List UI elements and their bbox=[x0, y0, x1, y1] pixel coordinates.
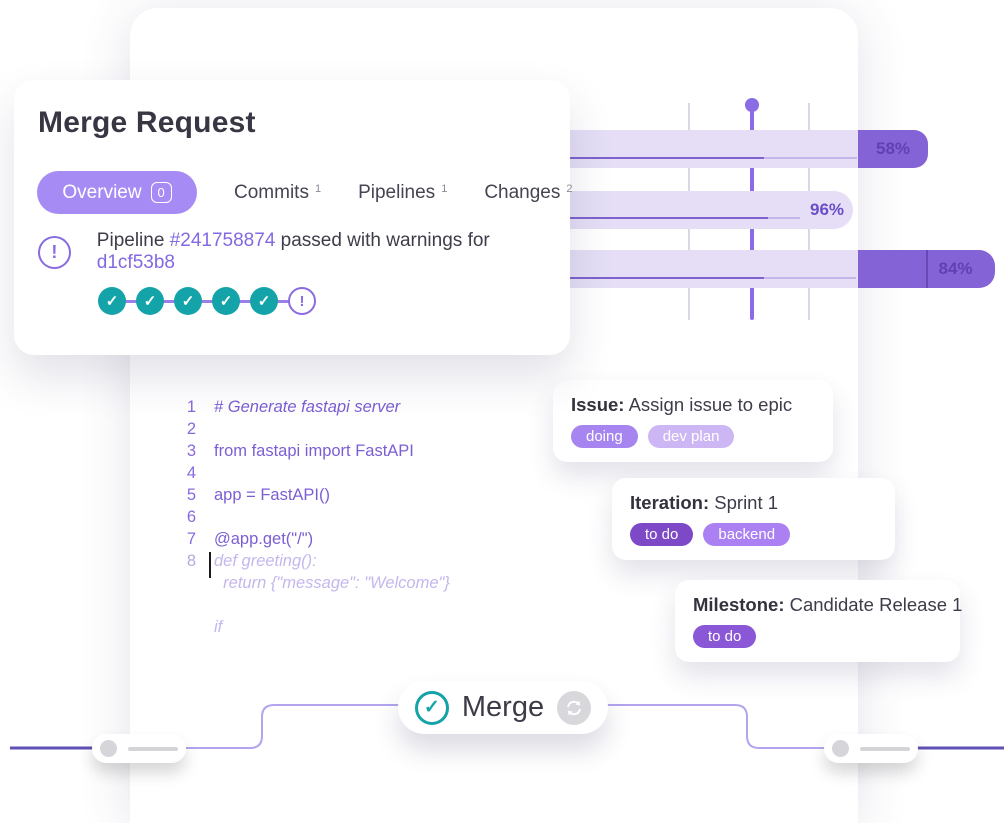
milestone-title: Milestone: Candidate Release 1 bbox=[693, 594, 963, 615]
pipeline-step-warning-icon[interactable]: ! bbox=[288, 287, 316, 315]
tab-commits-count: 1 bbox=[314, 182, 322, 195]
pipeline-id-link[interactable]: #241758874 bbox=[169, 230, 276, 251]
bar-3-label: 84% bbox=[938, 259, 973, 278]
refresh-arrows-icon bbox=[567, 700, 581, 715]
iteration-card: Iteration: Sprint 1 to do backend bbox=[612, 478, 895, 560]
label-chip[interactable]: to do bbox=[693, 625, 757, 648]
code-line: 7@app.get("/") bbox=[186, 530, 314, 548]
bar-3-inner-line-faint bbox=[764, 277, 856, 279]
code-line: 1# Generate fastapi server bbox=[186, 398, 401, 416]
issue-title: Issue: Assign issue to epic bbox=[571, 394, 793, 415]
pipeline-step-passed-icon[interactable]: ✓ bbox=[98, 287, 126, 315]
handle-knob-icon bbox=[100, 740, 117, 757]
marker-dot bbox=[745, 98, 759, 112]
tab-changes-count: 2 bbox=[566, 182, 573, 195]
handle-line-icon bbox=[128, 746, 178, 751]
check-circle-icon: ✓ bbox=[414, 690, 449, 725]
branch-handle-right[interactable] bbox=[824, 734, 918, 763]
warning-icon: ! bbox=[38, 235, 71, 269]
pipeline-steps-connector bbox=[112, 300, 303, 303]
label-chip[interactable]: doing bbox=[571, 425, 638, 448]
pipeline-step-passed-icon[interactable]: ✓ bbox=[136, 287, 164, 315]
bar-2-inner-line-faint bbox=[768, 217, 800, 219]
pipeline-mini-graph: ✓ ✓ ✓ ✓ ✓ ! bbox=[98, 287, 316, 315]
refresh-icon[interactable] bbox=[557, 690, 592, 725]
code-line: 4 bbox=[186, 464, 196, 482]
pipeline-step-passed-icon[interactable]: ✓ bbox=[212, 287, 240, 315]
bar-3-value: 84% bbox=[858, 250, 995, 288]
pipeline-step-passed-icon[interactable]: ✓ bbox=[250, 287, 278, 315]
branch-handle-left[interactable] bbox=[92, 734, 186, 763]
label-chip[interactable]: dev plan bbox=[647, 425, 735, 448]
label-chip[interactable]: to do bbox=[630, 523, 694, 546]
bar-1-track bbox=[552, 130, 858, 168]
milestone-card: Milestone: Candidate Release 1 to do bbox=[675, 580, 963, 662]
issue-labels: doing dev plan bbox=[571, 425, 815, 448]
merge-button-label: Merge bbox=[461, 691, 545, 723]
code-line-ghost-suggestion: return {"message": "Welcome"} bbox=[214, 574, 450, 592]
label-chip[interactable]: backend bbox=[703, 523, 791, 546]
bar-2-label: 96% bbox=[810, 200, 845, 219]
tab-overview-label: Overview bbox=[62, 181, 142, 203]
iteration-title: Iteration: Sprint 1 bbox=[630, 492, 779, 513]
iteration-labels: to do backend bbox=[630, 523, 877, 546]
bar-2-inner-line bbox=[552, 217, 768, 219]
merge-button[interactable]: ✓ Merge bbox=[398, 681, 608, 734]
merge-request-title: Merge Request bbox=[38, 106, 256, 139]
code-line bbox=[172, 594, 450, 616]
bar-1-inner-line-faint bbox=[764, 157, 857, 159]
commit-sha-link[interactable]: d1cf53b8 bbox=[96, 252, 175, 273]
code-line-ghost-suggestion: if bbox=[214, 618, 223, 636]
text-cursor bbox=[209, 552, 211, 578]
bar-2-track bbox=[552, 191, 853, 229]
milestone-labels: to do bbox=[693, 625, 942, 648]
issue-card: Issue: Assign issue to epic doing dev pl… bbox=[553, 380, 833, 462]
tab-pipelines-count: 1 bbox=[441, 182, 448, 195]
handle-knob-icon bbox=[832, 740, 849, 757]
code-line: 2 bbox=[186, 420, 196, 438]
pipeline-status-row: ! Pipeline #241758874 passed with warnin… bbox=[38, 230, 570, 274]
bar-1-inner-line bbox=[552, 157, 764, 159]
pipeline-step-passed-icon[interactable]: ✓ bbox=[174, 287, 202, 315]
tab-overview-badge: 0 bbox=[150, 182, 172, 203]
pipeline-status-text: Pipeline #241758874 passed with warnings… bbox=[96, 230, 490, 273]
bar-3-inner-line bbox=[552, 277, 764, 279]
code-line: 6 bbox=[186, 508, 196, 526]
handle-line-icon bbox=[860, 746, 910, 751]
bar-3-track bbox=[552, 250, 858, 288]
bar-1-label: 58% bbox=[875, 139, 911, 158]
bar-1-value: 58% bbox=[858, 130, 928, 168]
bar-3-divider bbox=[926, 250, 928, 288]
tab-overview[interactable]: Overview 0 bbox=[37, 171, 197, 214]
